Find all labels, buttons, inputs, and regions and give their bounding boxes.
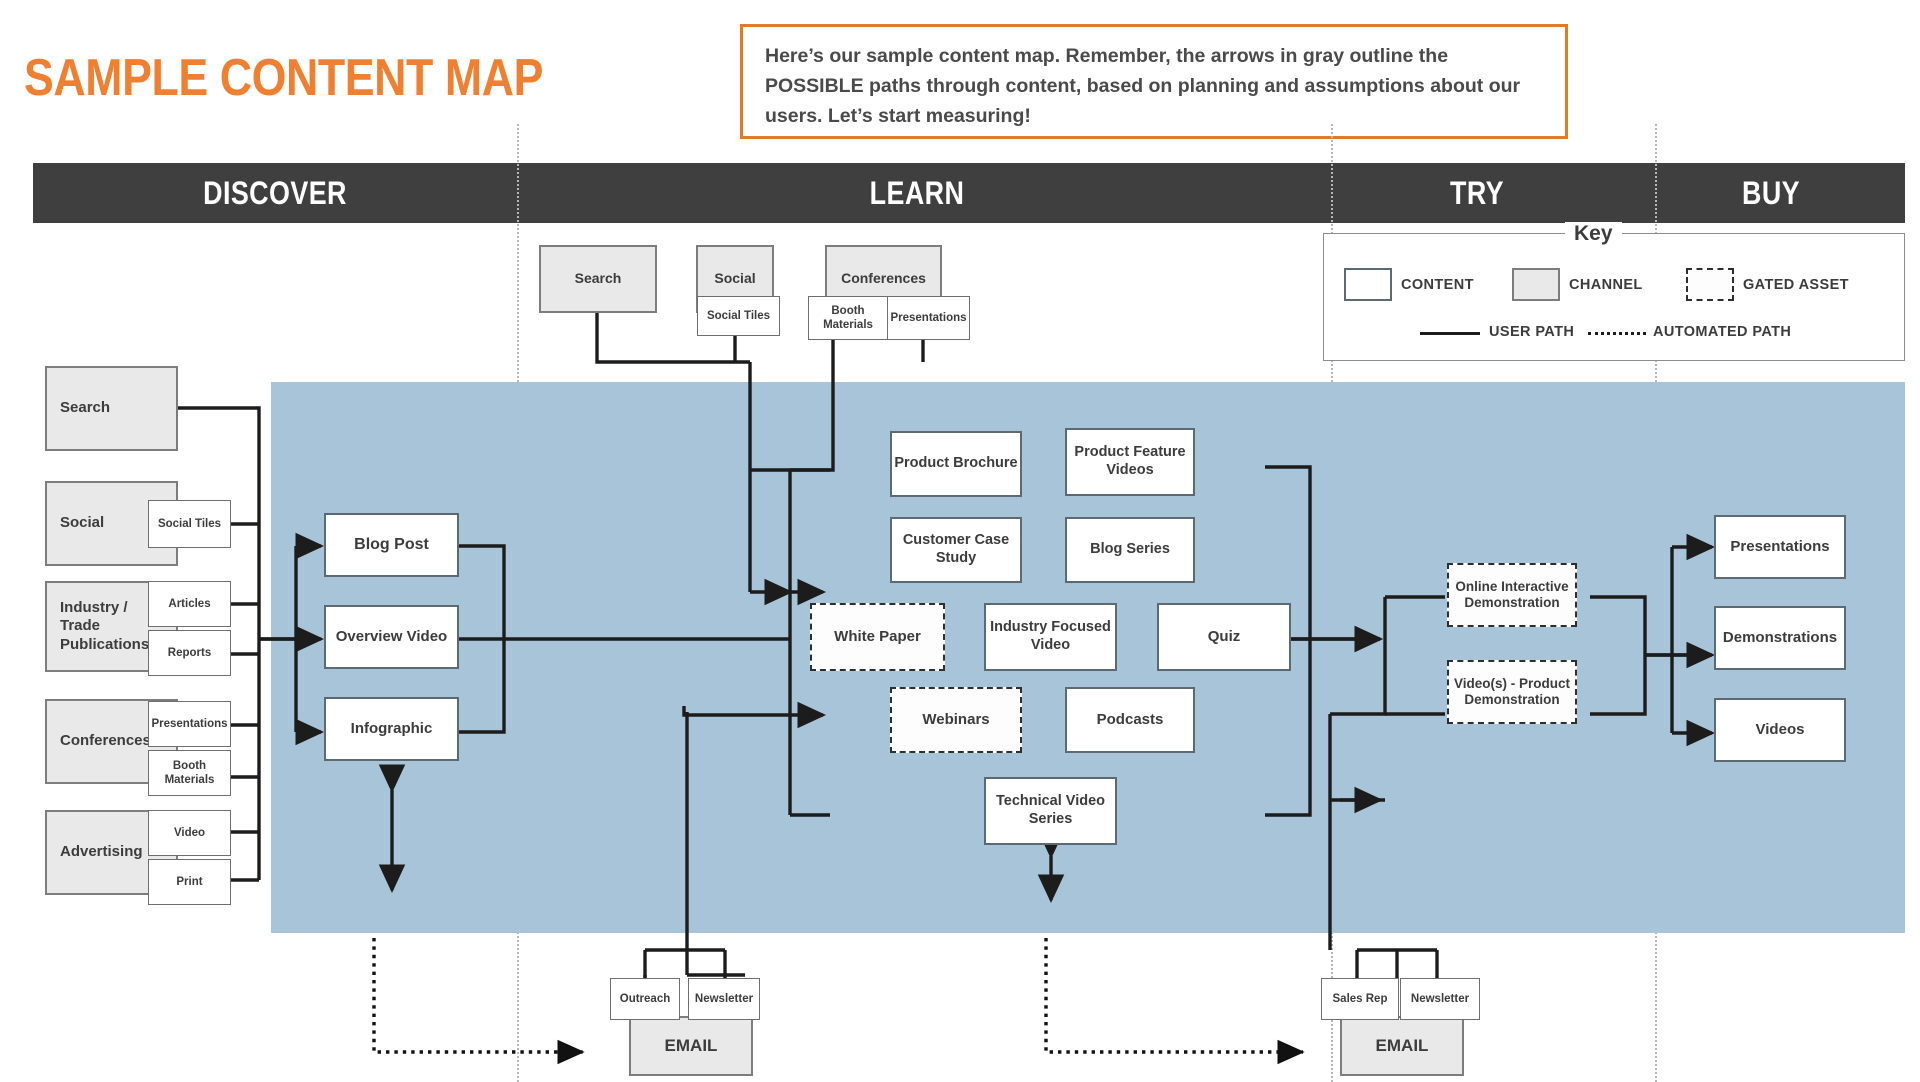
email-channel-left-label: EMAIL (664, 1035, 718, 1055)
email-sub-newsletter-left[interactable]: Newsletter (688, 978, 760, 1020)
learn-channel-social-tiles-label: Social Tiles (706, 309, 771, 322)
key-line-user-path (1420, 332, 1480, 335)
page-title: SAMPLE CONTENT MAP (24, 49, 543, 107)
channel-advertising-print[interactable]: Print (148, 859, 231, 905)
channel-conferences-label: Conferences (60, 732, 151, 750)
channel-social-tiles-label: Social Tiles (157, 517, 222, 530)
email-sub-newsletter-right-label: Newsletter (1410, 992, 1470, 1005)
content-blog-post[interactable]: Blog Post (324, 513, 459, 577)
channel-search-label: Search (60, 399, 111, 417)
channel-conference-presentations[interactable]: Presentations (148, 701, 231, 747)
content-buy-videos[interactable]: Videos (1714, 698, 1846, 762)
channel-advertising-video-label: Video (173, 826, 206, 839)
email-sub-outreach-label: Outreach (619, 992, 671, 1005)
key-title: Key (1565, 222, 1622, 246)
content-buy-presentations[interactable]: Presentations (1714, 515, 1846, 579)
channel-social-label: Social (60, 514, 105, 532)
key-label-content: CONTENT (1401, 277, 1474, 293)
content-buy-presentations-label: Presentations (1730, 537, 1830, 555)
channel-conference-presentations-label: Presentations (151, 717, 228, 730)
key-swatch-channel (1512, 268, 1560, 301)
content-quiz-label: Quiz (1207, 627, 1241, 645)
email-sub-sales-rep-label: Sales Rep (1332, 992, 1388, 1005)
email-sub-outreach[interactable]: Outreach (610, 978, 680, 1020)
stage-label-learn: LEARN (869, 175, 965, 211)
key-line-automated-path (1588, 332, 1646, 335)
learn-channel-conferences-label: Conferences (841, 270, 926, 287)
key-label-user-path: USER PATH (1489, 324, 1575, 340)
channel-advertising-print-label: Print (176, 875, 203, 888)
channel-reports[interactable]: Reports (148, 630, 231, 676)
content-infographic[interactable]: Infographic (324, 697, 459, 761)
channel-social-tiles[interactable]: Social Tiles (148, 500, 231, 548)
learn-channel-presentations[interactable]: Presentations (887, 296, 970, 340)
email-sub-newsletter-right[interactable]: Newsletter (1400, 978, 1480, 1020)
content-infographic-label: Infographic (350, 719, 433, 737)
stage-label-try: TRY (1449, 175, 1505, 211)
key-box (1323, 233, 1905, 361)
key-label-gated-asset: GATED ASSET (1743, 277, 1849, 293)
channel-reports-label: Reports (167, 646, 212, 659)
content-buy-demonstrations[interactable]: Demonstrations (1714, 606, 1846, 670)
channel-search[interactable]: Search (45, 366, 178, 451)
content-product-brochure-label: Product Brochure (894, 455, 1018, 472)
content-blog-post-label: Blog Post (354, 536, 429, 554)
content-overview-video-label: Overview Video (335, 627, 448, 645)
channel-advertising-video[interactable]: Video (148, 810, 231, 856)
channel-articles[interactable]: Articles (148, 581, 231, 627)
email-channel-right-label: EMAIL (1375, 1035, 1429, 1055)
channel-advertising-label: Advertising (60, 843, 143, 861)
content-podcasts-label: Podcasts (1096, 710, 1164, 728)
key-label-channel: CHANNEL (1569, 277, 1643, 293)
content-white-paper-label: White Paper (834, 627, 921, 645)
key-swatch-gated (1686, 268, 1734, 301)
content-overview-video[interactable]: Overview Video (324, 605, 459, 669)
callout-text: Here’s our sample content map. Remember,… (765, 45, 1521, 127)
content-buy-demonstrations-label: Demonstrations (1722, 628, 1838, 646)
email-sub-sales-rep[interactable]: Sales Rep (1321, 978, 1399, 1020)
content-blog-series[interactable]: Blog Series (1065, 517, 1195, 583)
content-podcasts[interactable]: Podcasts (1065, 687, 1195, 753)
content-product-brochure[interactable]: Product Brochure (890, 431, 1022, 497)
content-quiz[interactable]: Quiz (1157, 603, 1291, 671)
key-swatch-content (1344, 268, 1392, 301)
callout-box: Here’s our sample content map. Remember,… (740, 24, 1568, 139)
stage-label-buy: BUY (1741, 175, 1801, 211)
content-webinars-label: Webinars (922, 710, 990, 728)
learn-channel-search[interactable]: Search (539, 245, 657, 313)
learn-channel-social-label: Social (714, 270, 756, 287)
learn-channel-presentations-label: Presentations (890, 311, 967, 324)
email-channel-left[interactable]: EMAIL (629, 1016, 753, 1076)
stage-label-discover: DISCOVER (203, 175, 347, 211)
email-sub-newsletter-left-label: Newsletter (694, 992, 754, 1005)
content-white-paper[interactable]: White Paper (810, 603, 945, 671)
key-label-automated-path: AUTOMATED PATH (1653, 324, 1792, 340)
content-blog-series-label: Blog Series (1090, 541, 1170, 558)
learn-channel-search-label: Search (574, 270, 622, 287)
content-buy-videos-label: Videos (1755, 720, 1805, 738)
email-channel-right[interactable]: EMAIL (1340, 1016, 1464, 1076)
learn-channel-social-tiles[interactable]: Social Tiles (697, 296, 780, 336)
channel-articles-label: Articles (168, 597, 211, 610)
content-webinars[interactable]: Webinars (890, 687, 1022, 753)
stage-bar (33, 163, 1905, 223)
